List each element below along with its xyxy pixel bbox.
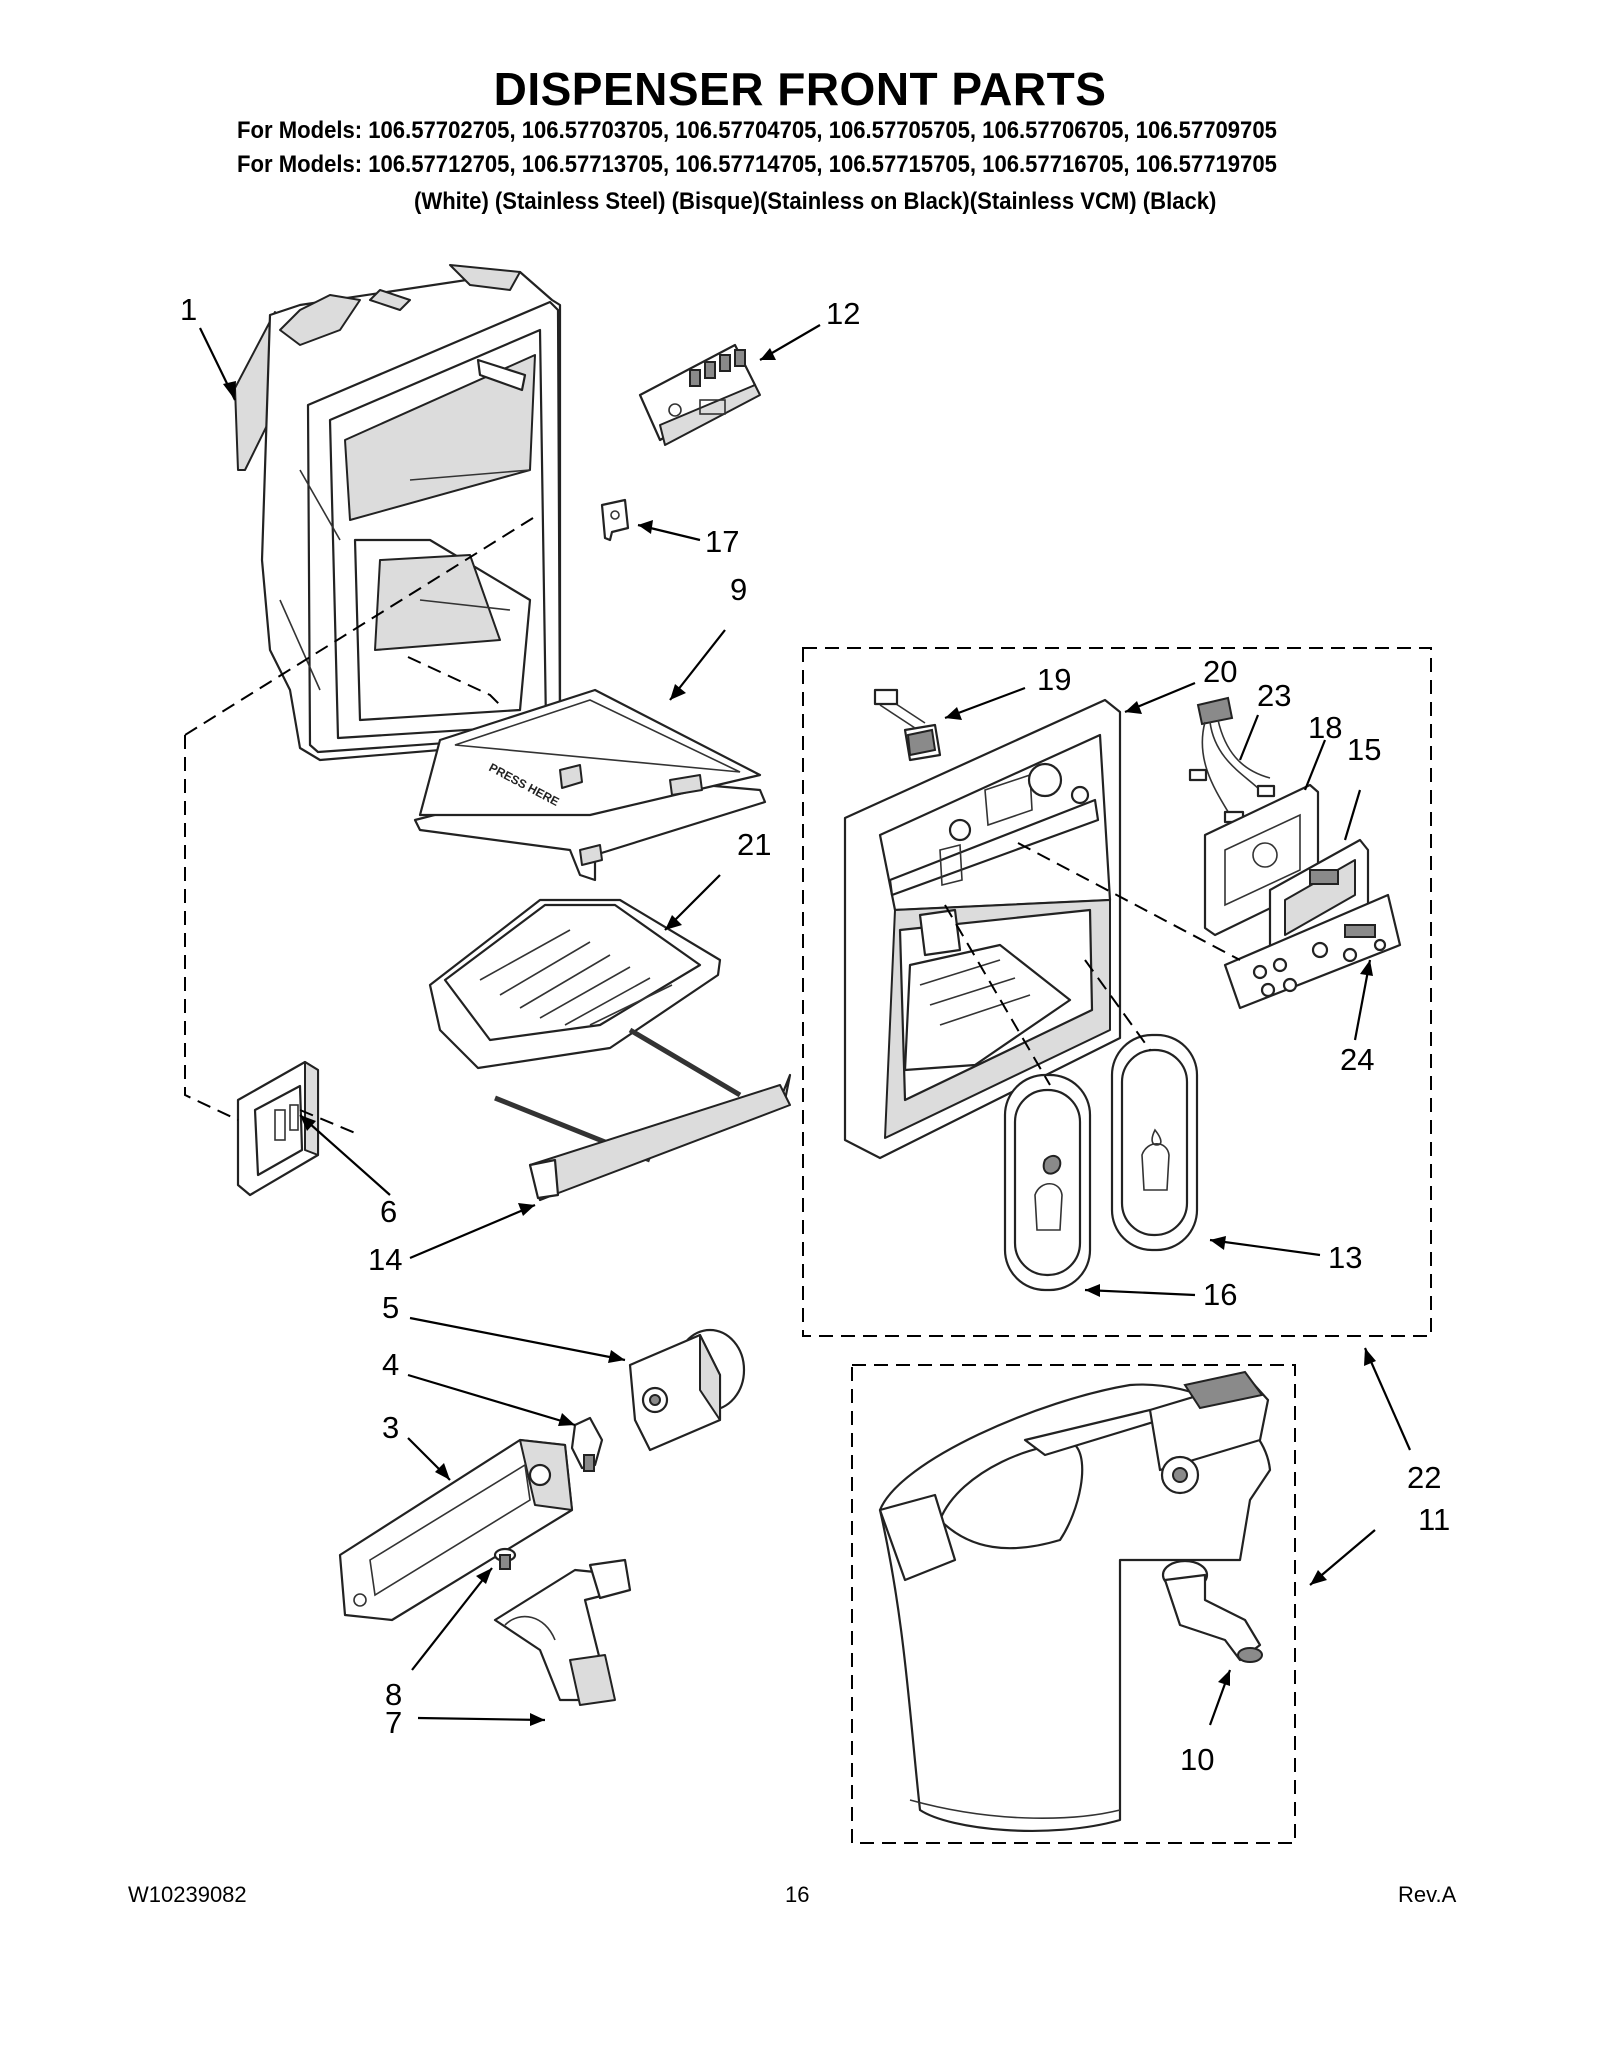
callout-4: 4 bbox=[382, 1347, 399, 1382]
leader-dashed-front-to-paddle-16 bbox=[944, 904, 1051, 1086]
leader-dashed-housing-to-tray bbox=[407, 656, 501, 706]
callout-1: 1 bbox=[180, 292, 197, 327]
callout-7: 7 bbox=[385, 1705, 402, 1740]
callout-17: 17 bbox=[705, 524, 739, 559]
leader-dashed-front-to-overlay bbox=[1017, 842, 1241, 961]
part-12-control-board bbox=[638, 343, 761, 446]
part-1-dispenser-housing bbox=[234, 264, 562, 762]
leader-dashed-1-to-6 bbox=[184, 517, 534, 736]
color-variants-line: (White) (Stainless Steel) (Bisque)(Stain… bbox=[414, 188, 1217, 215]
part-24-control-overlay bbox=[1223, 893, 1402, 1010]
callout-21: 21 bbox=[737, 827, 771, 862]
callout-23: 23 bbox=[1257, 678, 1291, 713]
ice-bin-boundary bbox=[851, 1364, 1296, 1844]
part-20-dispenser-front bbox=[843, 698, 1122, 1160]
callout-14: 14 bbox=[368, 1242, 402, 1277]
callout-5: 5 bbox=[382, 1290, 399, 1325]
part-8-screw bbox=[493, 1547, 517, 1570]
models-line-1: For Models: 106.57702705, 106.57703705, … bbox=[237, 117, 1277, 144]
callout-10: 10 bbox=[1180, 1742, 1214, 1777]
part-10-auger-elbow bbox=[1161, 1559, 1263, 1663]
callout-22: 22 bbox=[1407, 1460, 1441, 1495]
leader-dashed-front-to-paddle-13 bbox=[1084, 959, 1151, 1051]
part-3-chute-door bbox=[338, 1438, 574, 1622]
assembly-22-boundary bbox=[802, 647, 1432, 1337]
part-21-drip-tray-grille bbox=[428, 898, 722, 1070]
callout-20: 20 bbox=[1203, 654, 1237, 689]
part-13-water-paddle bbox=[1110, 1033, 1199, 1252]
callout-3: 3 bbox=[382, 1410, 399, 1445]
part-15-dispenser-board bbox=[1268, 838, 1370, 957]
part-7-door-bracket bbox=[493, 1558, 632, 1706]
part-23-wire-harness bbox=[1188, 696, 1276, 824]
callout-16: 16 bbox=[1203, 1277, 1237, 1312]
leader-dashed-6-right bbox=[299, 1109, 361, 1136]
callout-9: 9 bbox=[730, 572, 747, 607]
part-14-paddle-bar bbox=[494, 1027, 792, 1202]
part-5-auger-motor bbox=[628, 1328, 746, 1452]
callout-24: 24 bbox=[1340, 1042, 1374, 1077]
callout-15: 15 bbox=[1347, 732, 1381, 767]
revision-label: Rev.A bbox=[1398, 1882, 1457, 1907]
callout-13: 13 bbox=[1328, 1240, 1362, 1275]
page-title: DISPENSER FRONT PARTS bbox=[493, 63, 1107, 115]
callout-11: 11 bbox=[1418, 1502, 1450, 1537]
part-16-ice-paddle bbox=[1003, 1073, 1092, 1292]
leader-lines bbox=[199, 324, 1412, 1726]
callout-12: 12 bbox=[826, 296, 860, 331]
part-17-bracket bbox=[600, 498, 630, 542]
page-number: 16 bbox=[785, 1882, 810, 1907]
part-11-ice-bin bbox=[878, 1370, 1272, 1832]
models-line-2: For Models: 106.57712705, 106.57713705, … bbox=[237, 151, 1277, 178]
callout-8: 8 bbox=[385, 1677, 402, 1712]
part-9-drip-tray-cover bbox=[413, 688, 767, 882]
part-4-actuator bbox=[570, 1416, 604, 1472]
callout-18: 18 bbox=[1308, 710, 1342, 745]
document-number: W10239082 bbox=[128, 1882, 247, 1907]
callout-19: 19 bbox=[1037, 662, 1071, 697]
callout-6: 6 bbox=[380, 1194, 397, 1229]
part-19-connector bbox=[873, 688, 942, 762]
leader-dashed-6-left bbox=[184, 735, 239, 1121]
